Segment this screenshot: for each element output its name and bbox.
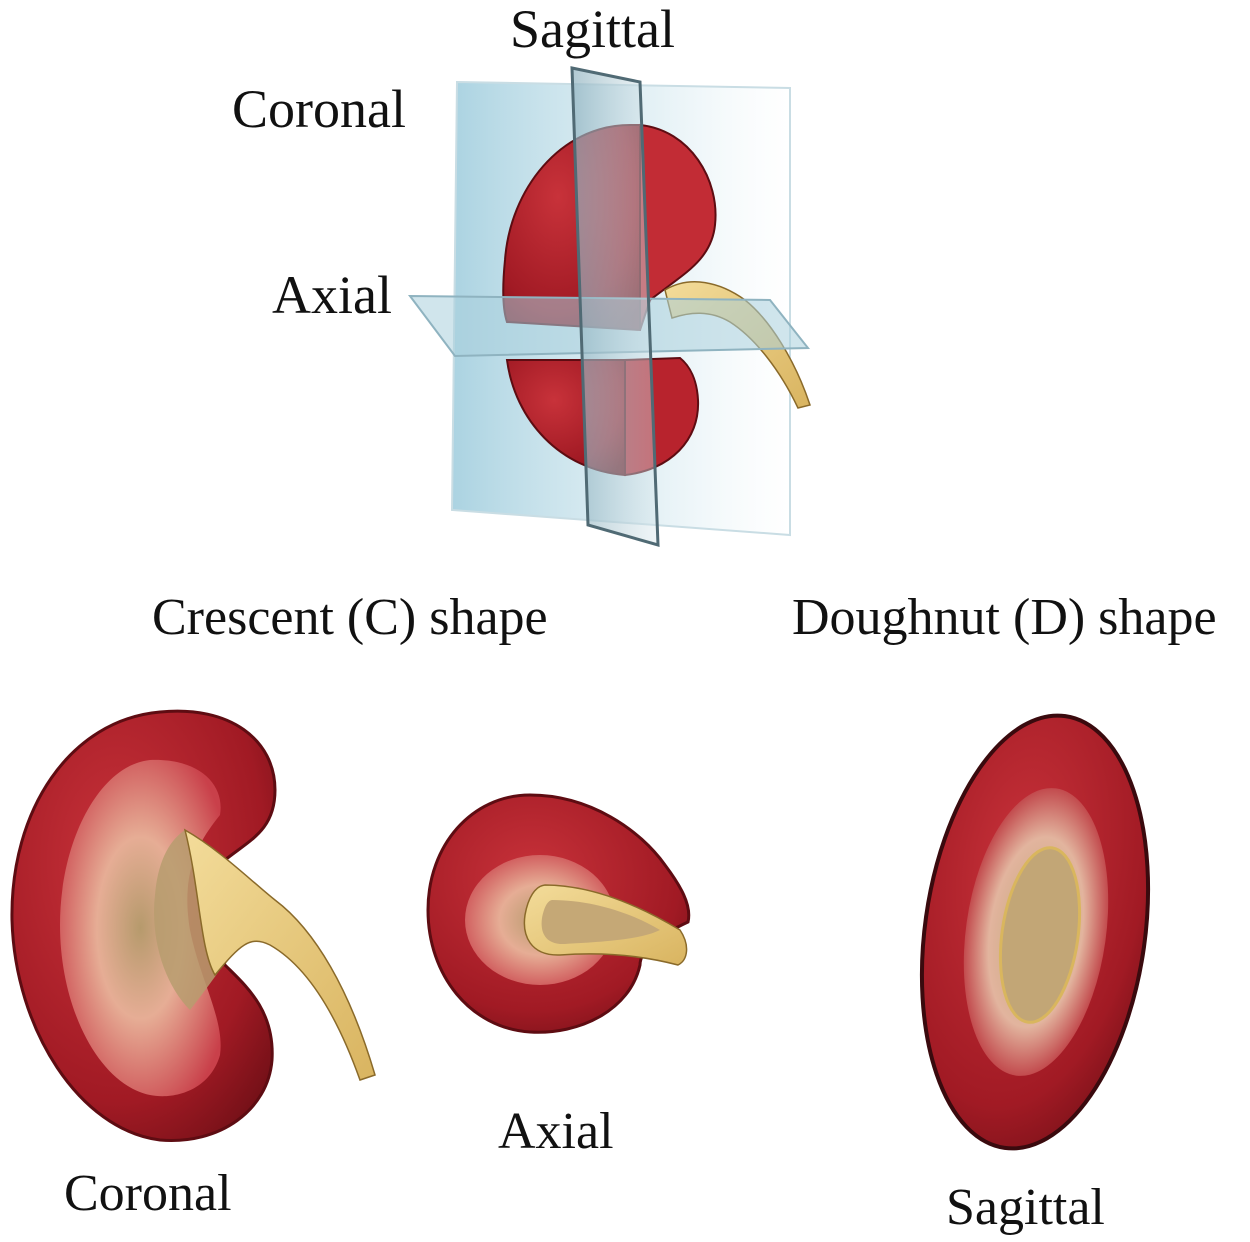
coronal-section-label: Coronal xyxy=(64,1165,232,1222)
plane-diagram xyxy=(407,66,811,548)
axial-plane-label: Axial xyxy=(272,265,392,325)
coronal-section xyxy=(10,709,376,1142)
axial-section-label: Axial xyxy=(498,1103,614,1160)
axial-section xyxy=(426,793,691,1034)
sagittal-section xyxy=(919,713,1151,1151)
kidney-upper-right xyxy=(639,123,717,331)
axial-sinus-core xyxy=(541,900,660,945)
sagittal-plane-label: Sagittal xyxy=(510,0,675,59)
coronal-ureter xyxy=(183,828,376,1081)
sagittal-sinus xyxy=(998,846,1082,1024)
sagittal-plane xyxy=(570,66,660,548)
coronal-plane-label: Coronal xyxy=(232,79,406,139)
crescent-shape-heading: Crescent (C) shape xyxy=(152,589,548,646)
doughnut-shape-heading: Doughnut (D) shape xyxy=(792,589,1217,646)
sagittal-section-label: Sagittal xyxy=(946,1179,1105,1236)
